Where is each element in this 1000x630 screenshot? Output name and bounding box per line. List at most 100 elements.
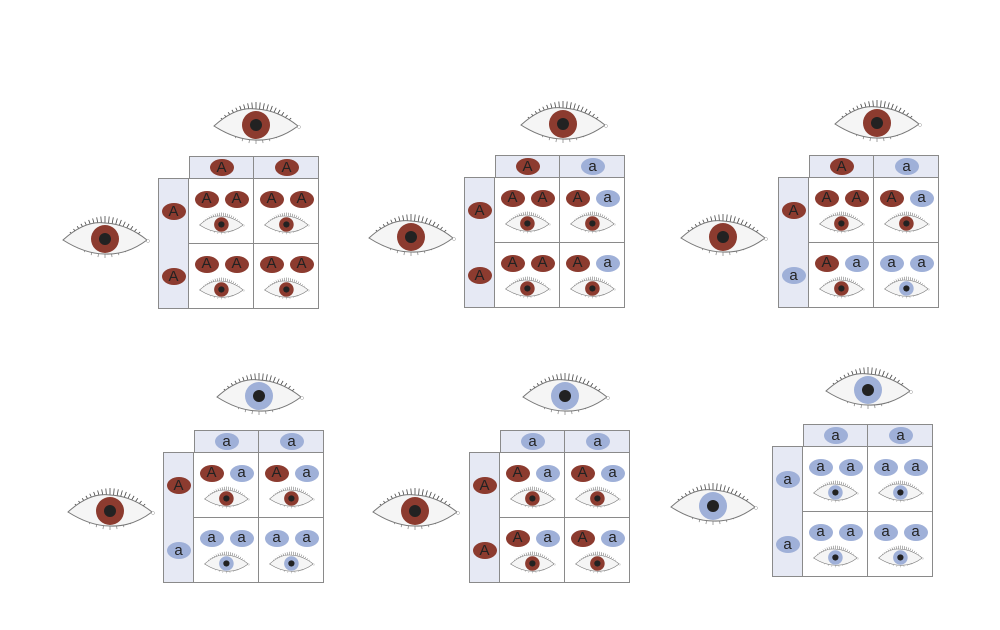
offspring-cell bbox=[253, 243, 319, 309]
allele-letter: a bbox=[608, 529, 617, 546]
left-allele-badge: A bbox=[161, 268, 186, 285]
offspring-eye-icon bbox=[505, 276, 551, 299]
offspring-cell bbox=[193, 517, 259, 583]
genotype-allele-badge: A bbox=[565, 189, 590, 207]
allele-letter: a bbox=[852, 254, 861, 271]
offspring-eye-icon bbox=[510, 486, 556, 509]
side-column bbox=[778, 177, 810, 308]
allele-letter: A bbox=[296, 255, 307, 272]
allele-letter: a bbox=[881, 523, 890, 540]
offspring-eye-icon bbox=[510, 551, 556, 574]
top-allele-badge: a bbox=[888, 427, 913, 444]
allele-letter: A bbox=[231, 190, 242, 207]
genotype-allele-badge: A bbox=[505, 464, 530, 482]
offspring-cell bbox=[559, 242, 625, 308]
allele-letter: A bbox=[512, 529, 523, 546]
genotype-allele-badge: A bbox=[289, 190, 314, 208]
genotype-allele-badge: a bbox=[903, 523, 928, 541]
parent-top-eye-icon bbox=[520, 101, 608, 143]
allele-letter: A bbox=[206, 464, 217, 481]
allele-letter: A bbox=[266, 255, 277, 272]
allele-letter: a bbox=[917, 254, 926, 271]
genotype-allele-badge: a bbox=[595, 254, 620, 272]
offspring-eye-icon bbox=[269, 551, 315, 574]
genotype-allele-badge: a bbox=[535, 529, 560, 547]
allele-letter: A bbox=[577, 529, 588, 546]
offspring-eye-icon bbox=[819, 211, 865, 234]
allele-letter: a bbox=[846, 458, 855, 475]
allele-letter: a bbox=[272, 529, 281, 546]
genotype-allele-badge: a bbox=[294, 529, 319, 547]
allele-letter: a bbox=[528, 432, 537, 450]
parent-left-eye-icon bbox=[680, 214, 768, 256]
left-allele-badge: a bbox=[775, 536, 800, 553]
allele-letter: A bbox=[851, 189, 862, 206]
genotype-allele-badge: A bbox=[194, 255, 219, 273]
offspring-cell bbox=[873, 177, 939, 243]
parent-left-eye-icon bbox=[368, 214, 456, 256]
side-column bbox=[158, 178, 190, 309]
genotype-allele-badge: A bbox=[565, 254, 590, 272]
left-allele-badge: a bbox=[166, 542, 191, 559]
left-allele-badge: a bbox=[781, 266, 806, 284]
allele-letter: a bbox=[608, 464, 617, 481]
allele-letter: a bbox=[911, 523, 920, 540]
allele-letter: A bbox=[821, 189, 832, 206]
left-allele-badge: A bbox=[472, 541, 497, 559]
allele-letter: A bbox=[479, 476, 490, 494]
offspring-cell bbox=[808, 242, 874, 308]
offspring-eye-icon bbox=[819, 276, 865, 299]
allele-letter: a bbox=[816, 523, 825, 540]
allele-letter: A bbox=[266, 190, 277, 207]
left-allele-badge: A bbox=[472, 476, 497, 494]
genotype-allele-badge: A bbox=[224, 255, 249, 273]
allele-letter: A bbox=[281, 158, 292, 176]
offspring-eye-icon bbox=[575, 486, 621, 509]
allele-letter: A bbox=[821, 254, 832, 271]
genotype-allele-badge: A bbox=[194, 190, 219, 208]
top-allele-badge: A bbox=[274, 158, 299, 176]
allele-letter: a bbox=[603, 254, 612, 271]
genotype-allele-badge: a bbox=[595, 189, 620, 207]
genotype-allele-badge: A bbox=[264, 464, 289, 482]
allele-letter: a bbox=[789, 266, 798, 284]
allele-letter: a bbox=[887, 254, 896, 271]
genotype-allele-badge: A bbox=[259, 190, 284, 208]
parent-top-eye-icon bbox=[213, 102, 301, 144]
allele-letter: A bbox=[201, 190, 212, 207]
parent-left-eye-icon bbox=[670, 483, 758, 525]
allele-letter: A bbox=[479, 541, 490, 559]
parent-left-eye-icon bbox=[67, 488, 155, 530]
offspring-eye-icon bbox=[199, 212, 245, 235]
offspring-eye-icon bbox=[813, 480, 859, 503]
offspring-cell bbox=[867, 511, 933, 577]
genotype-allele-badge: A bbox=[505, 529, 530, 547]
allele-letter: A bbox=[788, 201, 799, 219]
genotype-allele-badge: a bbox=[838, 523, 863, 541]
offspring-eye-icon bbox=[505, 211, 551, 234]
allele-letter: a bbox=[846, 523, 855, 540]
allele-letter: A bbox=[216, 158, 227, 176]
offspring-cell bbox=[258, 517, 324, 583]
offspring-cell bbox=[867, 446, 933, 512]
allele-letter: A bbox=[231, 255, 242, 272]
top-allele-badge: A bbox=[209, 158, 234, 176]
genotype-allele-badge: a bbox=[909, 254, 934, 272]
allele-letter: A bbox=[271, 464, 282, 481]
genotype-allele-badge: A bbox=[814, 189, 839, 207]
offspring-eye-icon bbox=[570, 211, 616, 234]
left-allele-badge: A bbox=[467, 202, 492, 219]
allele-letter: A bbox=[512, 464, 523, 481]
genotype-allele-badge: a bbox=[879, 254, 904, 272]
top-allele-badge: a bbox=[520, 432, 545, 450]
offspring-cell bbox=[564, 517, 630, 583]
genotype-allele-badge: A bbox=[289, 255, 314, 273]
allele-letter: A bbox=[201, 255, 212, 272]
genotype-allele-badge: a bbox=[199, 529, 224, 547]
allele-letter: A bbox=[522, 157, 533, 175]
allele-letter: a bbox=[881, 458, 890, 475]
allele-letter: a bbox=[783, 470, 792, 488]
offspring-cell bbox=[499, 452, 565, 518]
left-allele-badge: a bbox=[775, 470, 800, 488]
offspring-cell bbox=[494, 242, 560, 308]
